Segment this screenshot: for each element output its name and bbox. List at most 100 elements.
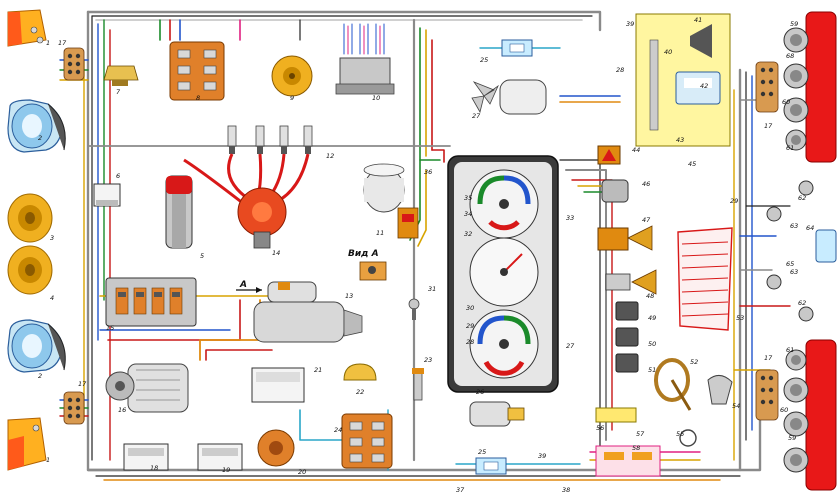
connector-38	[595, 445, 661, 477]
component-label-c8: 8	[196, 94, 200, 102]
switch-46	[601, 179, 629, 203]
component-label-c19: 19	[222, 466, 230, 474]
relay-block-8	[169, 41, 225, 101]
component-label-c48: 48	[646, 292, 654, 300]
front-left-sidelamp	[7, 9, 47, 47]
switch-25-top	[501, 39, 533, 57]
wiper-motor-54	[707, 375, 733, 405]
switch-56	[595, 407, 637, 423]
component-label-c14: 14	[272, 249, 280, 257]
lamp-62-top	[798, 180, 814, 196]
component-label-c51: 51	[648, 366, 656, 374]
component-label-c47: 47	[642, 216, 651, 224]
component-label-c12: 12	[326, 152, 334, 160]
component-label-c16: 16	[118, 406, 126, 414]
component-label-c26: 26	[476, 388, 484, 396]
switch-25-bottom	[475, 457, 507, 475]
component-label-c15: 15	[106, 324, 114, 332]
rear-window-heater-53	[677, 227, 733, 331]
component-label-c65: 65	[786, 260, 794, 268]
component-label-c50: 50	[648, 340, 656, 348]
component-label-c20: 20	[298, 468, 306, 476]
distributor-14	[237, 187, 287, 249]
component-label-c59b: 59	[788, 434, 796, 442]
arrow-a: А	[236, 280, 262, 293]
view-a-connector	[359, 261, 387, 281]
component-label-c29b: 29	[730, 197, 738, 205]
component-label-c45: 45	[688, 160, 696, 168]
component-label-c46: 46	[642, 180, 650, 188]
spark-plugs-12	[227, 125, 313, 154]
component-label-c41: 41	[694, 16, 702, 24]
sensor-23	[412, 368, 424, 401]
fuse-box-24	[341, 413, 393, 469]
component-label-c28a: 28	[616, 66, 624, 74]
connector-block-17-left-bottom	[63, 391, 85, 425]
component-label-c25a: 25	[480, 56, 488, 64]
sensor-9	[271, 55, 313, 97]
switch-51	[615, 353, 639, 373]
front-left-sidelamp-lower	[7, 417, 47, 471]
ignition-switch-26	[469, 401, 525, 427]
component-label-c29a: 29	[466, 322, 474, 330]
component-label-c6: 6	[116, 172, 120, 180]
washer-reservoir-11	[363, 163, 405, 213]
switch-47	[597, 225, 653, 251]
ignition-leads	[183, 153, 310, 206]
component-label-c27a: 27	[472, 112, 481, 120]
component-label-c32: 32	[464, 230, 472, 238]
component-label-c7: 7	[116, 88, 121, 96]
component-label-c18: 18	[150, 464, 158, 472]
lamp-62-bottom	[798, 306, 814, 322]
ignition-coil-5	[165, 175, 193, 249]
component-label-c13: 13	[345, 292, 353, 300]
component-label-c22: 22	[356, 388, 364, 396]
component-label-c21: 21	[314, 366, 322, 374]
component-label-c4: 4	[50, 294, 54, 302]
component-label-c42: 42	[700, 82, 708, 90]
component-label-c61b: 61	[786, 346, 794, 354]
component-label-c30: 30	[466, 304, 474, 312]
component-label-c52: 52	[690, 358, 698, 366]
fan-27	[471, 79, 547, 115]
starter-13	[253, 281, 363, 343]
component-label-c63a: 63	[790, 222, 798, 230]
component-label-c53: 53	[736, 314, 744, 322]
component-label-c2a: 2	[38, 134, 42, 142]
component-label-c68: 68	[786, 52, 794, 60]
horn-left-lower	[7, 245, 53, 295]
connector-block-17-left-top	[63, 47, 85, 81]
fuse-block-15	[105, 277, 197, 327]
component-label-c36: 36	[424, 168, 432, 176]
component-label-c17b: 17	[78, 380, 87, 388]
component-label-c33: 33	[566, 214, 574, 222]
lamp-64	[815, 229, 837, 263]
component-label-c1b: 1	[46, 456, 50, 464]
component-label-c11: 11	[376, 229, 384, 237]
component-label-c17d: 17	[764, 354, 773, 362]
lever-55	[679, 429, 697, 447]
component-label-c39b: 39	[538, 452, 546, 460]
horn-left-upper	[7, 193, 53, 243]
component-label-c39a: 39	[626, 20, 634, 28]
steering-column-52	[654, 358, 692, 411]
component-label-c9: 9	[290, 94, 294, 102]
component-label-c37: 37	[456, 486, 465, 494]
component-label-c58: 58	[632, 444, 640, 452]
lamp-63-bottom	[766, 274, 782, 290]
component-label-c17c: 17	[764, 122, 773, 130]
module-10	[335, 57, 395, 95]
horn-48	[605, 269, 657, 295]
component-label-c10: 10	[372, 94, 380, 102]
regulator-21	[251, 367, 305, 403]
rear-lamp-cluster-bottom	[783, 339, 837, 491]
component-label-c64: 64	[806, 224, 814, 232]
component-label-c17a: 17	[58, 39, 67, 47]
lamp-22	[343, 363, 377, 381]
relay-19	[197, 443, 243, 471]
component-label-c34: 34	[464, 210, 472, 218]
component-label-c40: 40	[664, 48, 672, 56]
component-label-c54: 54	[732, 402, 740, 410]
component-label-c44: 44	[632, 146, 640, 154]
